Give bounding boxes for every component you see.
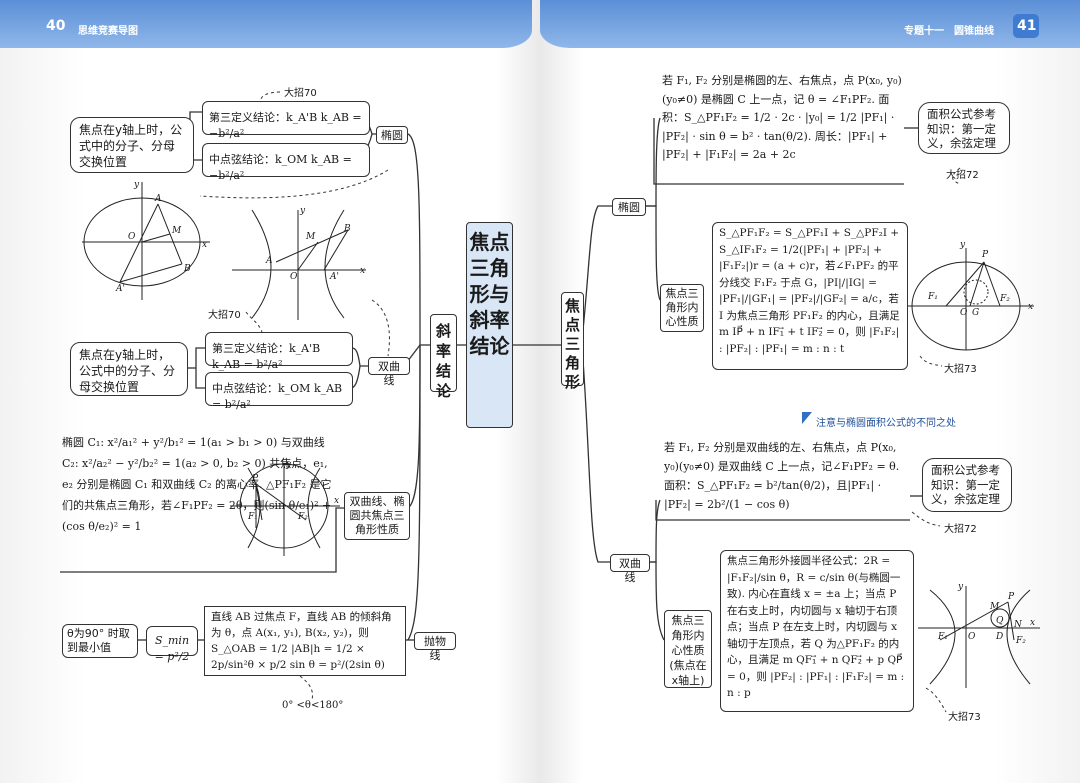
hyperbola-caution-note: 注意与椭圆面积公式的不同之处 [816,418,956,429]
right-hyperbola-incenter-text: 焦点三角形外接圆半径公式：2R = |F₁F₂|/sin θ，R = c/sin… [720,550,914,712]
right-ellipse-ref-73: 大招73 [944,364,977,375]
fig-label-B: B [184,264,191,274]
fig-label-y-2: y [300,206,306,216]
fig-label-A-prime: A' [116,284,125,294]
fig-label-y-4: y [960,240,966,250]
parabola-min-formula: S_min = p²/2 [146,626,198,663]
hyperbola-figure [232,209,366,320]
left-hyperbola-third-def: 第三定义结论：k_A'B k_AB = b²/a² [205,332,353,371]
left-page-header [0,0,532,48]
fig-label-O: O [128,232,136,242]
fig-label-A: A [155,194,162,204]
right-page-badge [1013,14,1039,38]
fig-label-y: y [134,180,140,190]
focal-branch-label: 焦点三角形 [561,292,584,391]
fig-label-Q-5: Q [996,616,1004,626]
fig-label-x-2: x [360,266,366,276]
fig-label-F1-4: F₁ [928,292,938,302]
right-page-title: 专题十一 圆锥曲线 [904,26,994,37]
right-ellipse-area-text: 若 F₁, F₂ 分别是椭圆的左、右焦点，点 P(x₀, y₀)(y₀≠0) 是… [662,74,902,161]
fig-label-y-3: y [286,460,292,470]
fig-label-P-5: P [1008,592,1015,602]
fig-label-A-2: A [266,256,273,266]
parabola-area-text: 直线 AB 过焦点 F，直线 AB 的倾斜角为 θ，点 A(x₁, y₁), B… [204,606,406,676]
shared-focus-figure [230,463,340,556]
right-ellipse-incenter-label: 焦点三角形内心性质 [660,284,704,332]
left-hyperbola-ref: 大招70 [208,310,241,321]
right-page-header [540,0,1080,48]
right-hyperbola-area-text: 若 F₁, F₂ 分别是双曲线的左、右焦点，点 P(x₀, y₀)(y₀≠0) … [664,441,900,511]
fig-label-F1-3: F₁ [248,512,258,522]
fig-label-F2-5: F₂ [1016,636,1026,646]
right-ellipse-area-note: 面积公式参考知识：第一定义，余弦定理 [918,102,1010,154]
left-ellipse-ref: 大招70 [284,88,317,99]
left-ellipse-note: 焦点在y轴上时，公式中的分子、分母交换位置 [70,117,194,173]
fig-label-A-prime-2: A' [330,272,339,282]
shared-focus-label: 双曲线、椭圆共焦点三角形性质 [344,492,410,540]
right-hyperbola-ref-73: 大招73 [948,712,981,723]
right-hyperbola-label: 双曲线 [610,554,650,584]
fig-label-N-5: N [1014,620,1022,630]
fig-label-x: x [202,240,208,250]
center-title: 焦点三角形与斜率结论 [466,222,513,428]
fig-label-G-4: G [972,308,980,318]
fig-label-F1-5: F₁ [938,632,948,642]
slope-branch-label: 斜率结论 [430,314,457,400]
left-page-number: 40 [46,18,66,34]
parabola-min-note: θ为90° 时取到最小值 [62,624,138,658]
parabola-label: 抛物线 [414,632,456,662]
fig-label-x-3: x [334,496,340,506]
fig-label-M: M [172,226,182,236]
left-hyperbola-label: 双曲线 [368,357,410,387]
shared-focus-text: 椭圆 C₁: x²/a₁² + y²/b₁² = 1(a₁ > b₁ > 0) … [62,436,332,533]
fig-label-F2-3: F₂ [298,512,308,522]
ellipse-figure [82,182,210,300]
incenter-hyperbola-figure [918,586,1040,688]
left-ellipse-third-def: 第三定义结论：k_A'B k_AB = −b²/a² [202,101,370,140]
right-ellipse-ref-72: 大招72 [946,170,979,181]
right-hyperbola-area-note: 面积公式参考知识：第一定义，余弦定理 [922,458,1012,512]
fig-label-D-5: D [996,632,1004,642]
right-hyperbola-ref-72: 大招72 [944,524,977,535]
left-hyperbola-note: 焦点在y轴上时，公式中的分子、分母交换位置 [70,342,188,396]
fig-label-F2-4: F₂ [1000,294,1010,304]
fig-label-O-4: O [960,308,968,318]
fig-label-O-2: O [290,272,298,282]
fig-label-B-2: B [344,224,351,234]
left-hyperbola-midpoint: 中点弦结论：k_OM k_AB = b²/a² [205,372,353,411]
fig-label-x-5: x [1030,618,1036,628]
caution-flag-icon [802,412,812,424]
left-ellipse-midpoint: 中点弦结论：k_OM k_AB = −b²/a² [202,143,370,182]
right-hyperbola-incenter-label: 焦点三角形内心性质(焦点在x轴上) [664,610,712,688]
fig-label-P-3: P [252,474,259,484]
right-ellipse-incenter-text: S_△PF₁F₂ = S_△PF₁I + S_△PF₂I + S_△IF₁F₂ … [712,222,908,370]
fig-label-M-2: M [306,232,316,242]
left-page-title: 思维竞赛导图 [78,26,138,37]
right-ellipse-label: 椭圆 [612,198,646,216]
fig-label-M-5: M [990,602,1000,612]
fig-label-x-4: x [1028,302,1034,312]
right-page-number: 41 [1017,18,1037,34]
parabola-angle-range: 0° <θ<180° [282,700,344,711]
fig-label-y-5: y [958,582,964,592]
fig-label-P-4: P [982,250,989,260]
left-ellipse-label: 椭圆 [376,126,408,144]
fig-label-O-5: O [968,632,976,642]
incenter-ellipse-figure [908,248,1034,351]
